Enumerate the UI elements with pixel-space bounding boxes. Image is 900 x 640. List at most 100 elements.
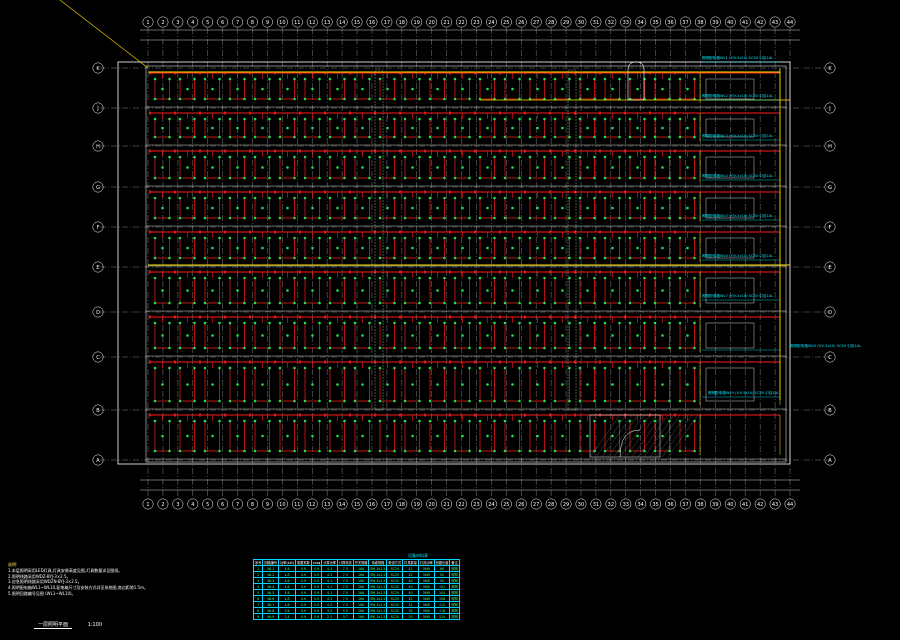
- light-fixture: [403, 117, 407, 121]
- circuit-node: [574, 360, 576, 364]
- light-fixture: [268, 301, 271, 305]
- light-fixture: [578, 399, 582, 403]
- light-fixture: [168, 236, 171, 240]
- column-bubble-label: 1: [146, 502, 149, 508]
- light-fixture: [568, 236, 571, 240]
- light-fixture: [236, 383, 239, 386]
- light-fixture: [186, 289, 189, 292]
- light-fixture: [603, 399, 607, 403]
- light-fixture: [493, 236, 496, 240]
- light-fixture: [318, 236, 321, 240]
- circuit-node: [649, 360, 651, 364]
- light-fixture: [443, 301, 446, 305]
- row-bubble: [92, 181, 104, 193]
- column-bubble: [321, 498, 333, 510]
- light-fixture: [586, 87, 589, 91]
- circuit-node: [399, 270, 401, 274]
- circuit-loop: [229, 323, 245, 349]
- row-bubble-label: K: [828, 66, 832, 72]
- column-bubble-label: 9: [266, 502, 269, 508]
- light-fixture: [336, 289, 339, 292]
- light-fixture: [386, 383, 389, 386]
- column-bubble: [560, 498, 572, 510]
- light-fixture: [211, 126, 214, 130]
- feeder-tag: 照明配电箱WL5 (YJV-5x10) SC50 引自1AL: [702, 214, 774, 218]
- circuit-loop: [329, 198, 345, 219]
- electrical-room: [705, 78, 755, 100]
- hatch-line: [649, 414, 681, 458]
- column-bubble-label: 1: [146, 20, 149, 26]
- light-fixture: [403, 419, 407, 423]
- light-fixture: [618, 176, 621, 180]
- light-fixture: [311, 87, 314, 91]
- light-fixture: [553, 449, 557, 453]
- column-bubble: [769, 498, 781, 510]
- light-fixture: [618, 346, 621, 350]
- light-fixture: [368, 256, 371, 260]
- light-fixture: [318, 155, 321, 159]
- light-fixture: [211, 166, 214, 169]
- light-fixture: [368, 135, 371, 139]
- circuit-loop: [504, 421, 520, 452]
- light-fixture: [243, 366, 246, 370]
- circuit-loop: [429, 421, 445, 452]
- column-bubble-label: 44: [787, 502, 793, 508]
- light-fixture: [461, 383, 464, 386]
- circuit-loop: [154, 119, 170, 138]
- light-fixture: [353, 276, 357, 280]
- light-fixture: [478, 77, 482, 81]
- light-fixture: [643, 346, 646, 350]
- column-bubble-label: 33: [623, 20, 629, 26]
- circuit-loop: [229, 421, 245, 452]
- circuit-loop: [654, 79, 670, 100]
- light-fixture: [393, 117, 396, 121]
- schedule-cell: 0.9: [310, 613, 323, 620]
- sheet-title: 一层照明平面 1:100: [34, 621, 102, 629]
- circuit-node: [174, 190, 176, 194]
- circuit-node: [549, 230, 551, 234]
- column-bubble-label: 19: [414, 20, 420, 26]
- light-fixture: [403, 321, 407, 325]
- column-bubble: [784, 498, 796, 510]
- light-fixture: [253, 216, 257, 220]
- light-fixture: [468, 117, 471, 121]
- light-fixture: [678, 321, 682, 325]
- circuit-loop: [204, 368, 220, 402]
- column-bubble-label: 31: [593, 502, 599, 508]
- light-fixture: [303, 117, 307, 121]
- light-fixture: [643, 135, 646, 139]
- light-fixture: [693, 176, 696, 180]
- light-fixture: [361, 334, 364, 337]
- light-fixture: [553, 196, 557, 200]
- light-fixture: [278, 449, 282, 453]
- light-fixture: [653, 155, 657, 159]
- light-fixture: [318, 256, 321, 260]
- light-fixture: [228, 97, 232, 101]
- light-fixture: [328, 449, 332, 453]
- light-fixture: [311, 383, 314, 386]
- row-bubble-label: G: [96, 185, 100, 191]
- column-bubble: [187, 498, 199, 510]
- light-fixture: [618, 399, 621, 403]
- circuit-node: [499, 111, 501, 115]
- circuit-node: [599, 270, 601, 274]
- circuit-loop: [404, 368, 420, 402]
- column-bubble: [575, 498, 587, 510]
- light-fixture: [678, 135, 682, 139]
- circuit-node: [624, 315, 626, 319]
- column-bubble-label: 28: [548, 20, 554, 26]
- light-fixture: [678, 196, 682, 200]
- circuit-loop: [204, 119, 220, 138]
- circuit-loop: [554, 198, 570, 219]
- light-fixture: [528, 419, 532, 423]
- light-fixture: [378, 196, 382, 200]
- light-fixture: [211, 246, 214, 250]
- circuit-loop: [254, 278, 270, 304]
- light-fixture: [628, 155, 632, 159]
- light-fixture: [203, 366, 207, 370]
- circuit-loop: [529, 323, 545, 349]
- electrical-room: [705, 118, 755, 138]
- light-fixture: [443, 256, 446, 260]
- light-fixture: [478, 449, 482, 453]
- circuit-node: [674, 315, 676, 319]
